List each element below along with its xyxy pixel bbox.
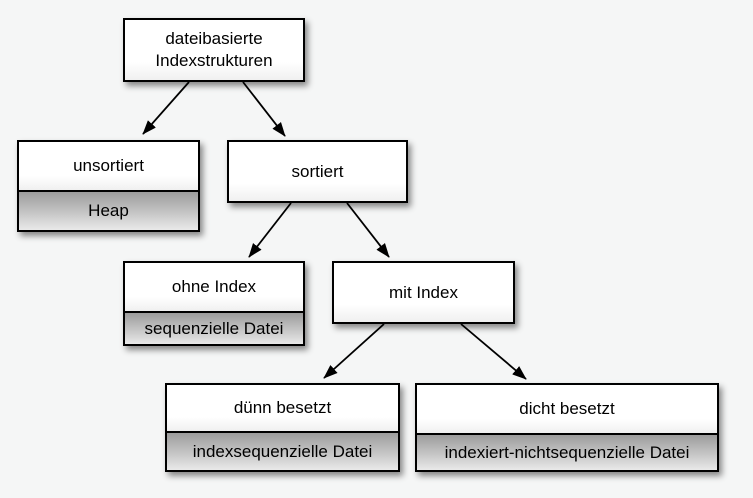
node-duenn-besetzt-sublabel: indexsequenzielle Datei [167,431,398,470]
node-unsortiert: unsortiert Heap [17,140,200,232]
edge-mit-index-to-dicht-besetzt [460,323,527,380]
node-ohne-index: ohne Index sequenzielle Datei [123,261,305,346]
node-duenn-besetzt-label: dünn besetzt [167,385,398,431]
node-dicht-besetzt: dicht besetzt indexiert-nichtsequenziell… [415,383,719,472]
node-unsortiert-label: unsortiert [19,142,198,190]
node-dicht-besetzt-sublabel: indexiert-nichtsequenzielle Datei [417,433,717,470]
node-ohne-index-label: ohne Index [125,263,303,311]
node-root-label: dateibasierte Indexstrukturen [125,20,303,80]
node-duenn-besetzt: dünn besetzt indexsequenzielle Datei [165,383,400,472]
edge-root-to-unsortiert [142,81,190,135]
node-sortiert-label: sortiert [229,142,406,201]
node-root: dateibasierte Indexstrukturen [123,18,305,82]
edge-sortiert-to-mit-index [346,202,390,258]
node-sortiert: sortiert [227,140,408,203]
edge-root-to-sortiert [242,81,286,137]
edge-mit-index-to-duenn-besetzt [323,323,385,379]
node-ohne-index-sublabel: sequenzielle Datei [125,311,303,344]
node-dicht-besetzt-label: dicht besetzt [417,385,717,433]
node-unsortiert-sublabel: Heap [19,190,198,230]
node-mit-index: mit Index [332,261,515,324]
node-mit-index-label: mit Index [334,263,513,322]
edge-sortiert-to-ohne-index [248,202,292,258]
